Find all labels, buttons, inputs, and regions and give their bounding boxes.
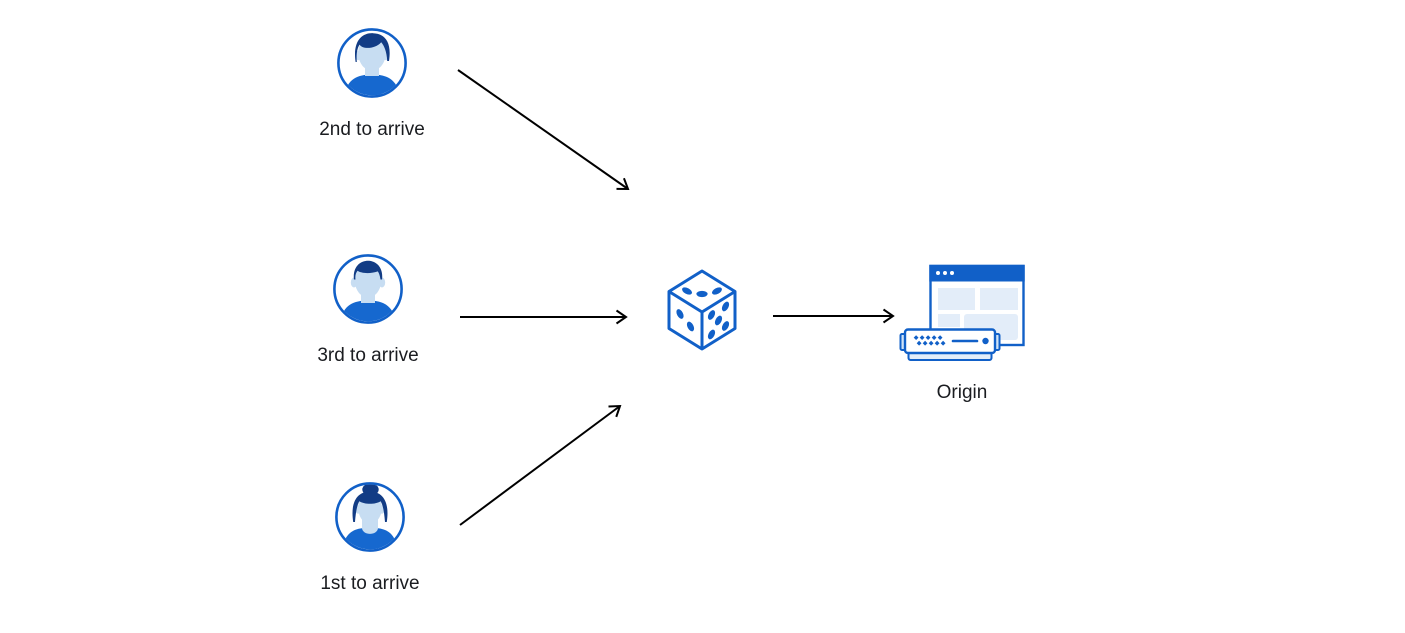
- arrow-user-second-to-dice: [457, 69, 630, 191]
- origin-server-browser-icon: [899, 264, 1025, 361]
- origin-label: Origin: [936, 382, 988, 403]
- dice-icon: [667, 269, 737, 351]
- user-node-second: 2nd to arrive: [296, 26, 448, 141]
- dice-node: [664, 266, 740, 352]
- user-node-third: 3rd to arrive: [292, 252, 444, 367]
- avatar-woman-bun-icon: [335, 482, 405, 552]
- arrow-user-first-to-dice: [459, 404, 622, 526]
- user-label-first: 1st to arrive: [320, 573, 420, 594]
- origin-node: Origin: [896, 263, 1028, 404]
- user-node-first: 1st to arrive: [294, 480, 446, 595]
- user-label-second: 2nd to arrive: [319, 119, 425, 140]
- avatar-man-short-hair-icon: [333, 254, 403, 324]
- user-label-third: 3rd to arrive: [317, 345, 419, 366]
- avatar-man-swept-hair-icon: [337, 28, 407, 98]
